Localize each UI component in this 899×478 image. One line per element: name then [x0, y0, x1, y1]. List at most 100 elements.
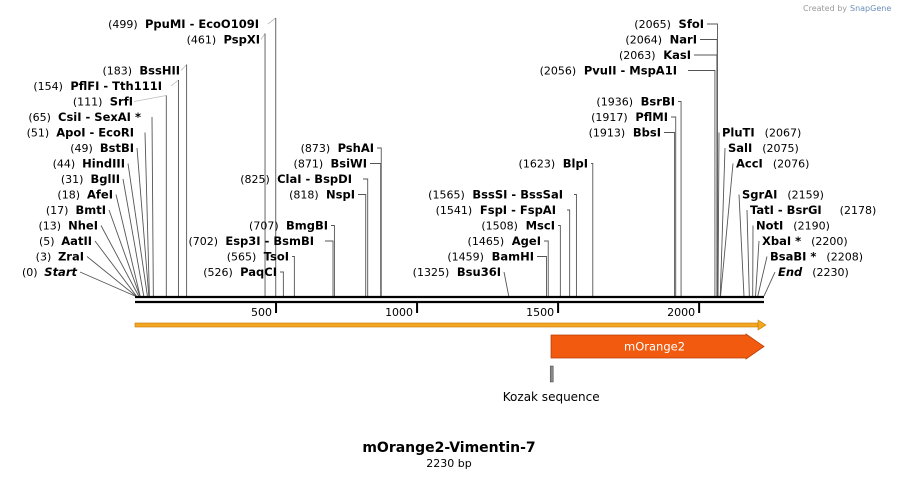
site-paqci: PaqCI(526): [203, 265, 277, 279]
site-nhei: NheI(13): [39, 219, 98, 233]
site-position: (1508): [481, 220, 518, 233]
site-position: (2200): [811, 235, 848, 248]
site-bsshii: BssHII(183): [102, 64, 180, 78]
feature-full-length-bar: [134, 322, 759, 328]
site-pflmi: PflMI (1917): [591, 110, 668, 124]
site-connector: [280, 271, 284, 296]
feature-kozak-label: Kozak sequence: [503, 390, 600, 404]
site-bstbi: BstBI (49): [70, 141, 134, 155]
site-kasi: KasI (2063): [619, 48, 691, 62]
site-connector: [108, 209, 141, 297]
site-connector: [94, 240, 137, 297]
site-name: PvuII - MspA1I: [584, 64, 677, 78]
map-title: mOrange2-Vimentin-7: [362, 440, 535, 456]
site-position: (2064): [625, 34, 662, 47]
site-noti: NotI(2190): [756, 219, 830, 233]
site-name: SrfI: [110, 95, 133, 109]
site-name: PflFI - Tth111I: [70, 79, 162, 93]
site-fspi: FspI - FspAI(1541): [436, 203, 556, 217]
site-name: MscI: [526, 219, 555, 233]
site-position: (13): [39, 220, 62, 233]
site-position: (873): [301, 142, 331, 155]
site-afei: AfeI(18): [57, 188, 113, 202]
ruler-tick-label: 1000: [385, 306, 413, 319]
site-nari: NarI(2064): [625, 33, 697, 47]
site-name: PaqCI: [240, 265, 277, 279]
site-connector: [719, 147, 726, 297]
site-position: (1459): [447, 251, 484, 264]
site-tati: TatI - BsrGI(2178): [750, 203, 876, 217]
site-connector: [370, 163, 382, 296]
site-name: ApoI - EcoRI: [56, 126, 134, 140]
site-name: BsrBI: [641, 95, 675, 109]
site-position: (2065): [634, 18, 671, 31]
site-position: (1623): [519, 158, 556, 171]
site-start: Start (0): [22, 265, 78, 279]
site-connector: [127, 163, 148, 297]
site-connector: [537, 256, 547, 296]
site-name: BstBI: [100, 141, 134, 155]
site-connector: [738, 194, 745, 297]
site-name: SgrAI: [742, 188, 777, 202]
site-position: (65): [28, 111, 51, 124]
site-name: ClaI - BspDI: [277, 172, 352, 186]
site-name: Start: [44, 265, 77, 279]
site-connector: [136, 147, 150, 297]
site-position: (565): [227, 251, 257, 264]
site-name: AfeI: [87, 188, 113, 202]
site-name: KasI: [663, 48, 691, 62]
sequence-backbone: [135, 295, 764, 304]
feature-mOrange2-label: mOrange2: [624, 340, 685, 354]
site-bmti: BmtI(17): [46, 203, 106, 217]
site-msci: MscI (1508): [481, 219, 555, 233]
site-connector: [664, 132, 676, 296]
site-position: (49): [70, 142, 93, 155]
site-position: (2076): [773, 158, 810, 171]
site-position: (2190): [793, 220, 830, 233]
site-name: PshAI: [338, 141, 374, 155]
site-position: (1325): [413, 266, 450, 279]
site-position: (499): [108, 18, 138, 31]
site-connector: [151, 116, 154, 297]
site-name: BsaBI *: [770, 250, 816, 264]
feature-full-length-arrowhead: [757, 319, 767, 331]
site-zrai: ZraI(3): [36, 250, 84, 264]
site-sfoi: SfoI (2065): [634, 17, 704, 31]
site-connector: [377, 147, 382, 296]
site-name: BsiWI: [330, 157, 367, 171]
site-name: XbaI *: [762, 234, 801, 248]
site-bbsi: BbsI(1913): [589, 126, 661, 140]
site-bsu36i: Bsu36I(1325): [413, 265, 501, 279]
site-name: SfoI: [679, 17, 704, 31]
site-position: (2056): [540, 65, 577, 78]
site-position: (2063): [619, 49, 656, 62]
site-name: BssSI - BssSaI: [472, 188, 563, 202]
site-position: (2075): [762, 142, 799, 155]
site-position: (0): [22, 266, 38, 279]
site-clai: ClaI - BspDI (825): [240, 172, 352, 186]
site-bsabi: BsaBI *(2208): [770, 250, 863, 264]
site-name: ZraI: [58, 250, 84, 264]
site-position: (871): [294, 158, 324, 171]
site-connector: [671, 116, 677, 296]
site-position: (154): [33, 80, 63, 93]
site-position: (2178): [840, 204, 877, 217]
site-name: BmgBI: [286, 219, 328, 233]
site-connector: [358, 194, 367, 296]
site-name: BglII: [91, 172, 121, 186]
site-connector: [79, 271, 136, 297]
site-pvuii: PvuII - MspA1I (2056): [540, 64, 677, 78]
site-position: (818): [289, 189, 319, 202]
site-connector: [757, 256, 768, 297]
feature-kozak-marker: [549, 365, 554, 383]
site-position: (825): [240, 173, 270, 186]
site-position: (1917): [591, 111, 628, 124]
site-name: PflMI: [635, 110, 668, 124]
site-position: (707): [249, 220, 279, 233]
site-name: Esp3I - BsmBI: [225, 234, 314, 248]
site-bsssi: BssSI - BssSaI(1565): [428, 188, 563, 202]
site-pspxi: PspXI(461): [187, 33, 260, 47]
ruler-tick-label: 1500: [526, 306, 554, 319]
site-end: End(2230): [778, 265, 849, 279]
